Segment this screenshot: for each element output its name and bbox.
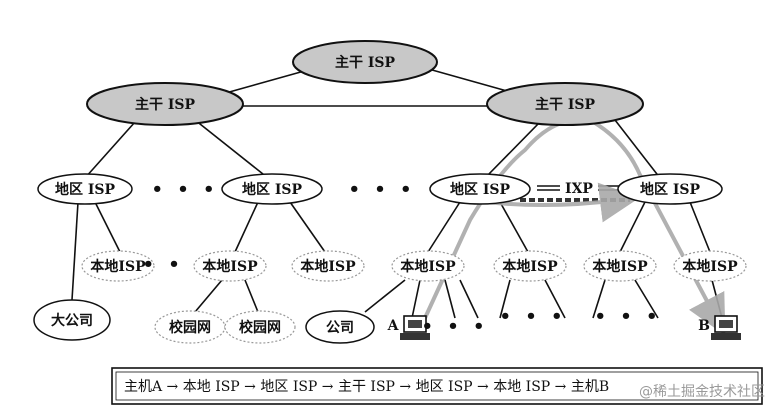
regional-isp-1: 地区 ISP	[37, 173, 133, 205]
regional-isp-2-label: 地区 ISP	[242, 181, 303, 198]
ellipsis-regional-left: • • •	[151, 179, 218, 200]
ixp-label: IXP	[565, 181, 593, 197]
host-b: B	[698, 315, 741, 340]
host-a-label: A	[387, 318, 400, 334]
backbone-isp-left: 主干 ISP	[86, 82, 244, 126]
big-company: 大公司	[33, 299, 111, 341]
local-isp-7: 本地ISP	[673, 250, 747, 282]
regional-isp-4: 地区 ISP	[617, 173, 723, 205]
regional-isp-3: 地区 ISP	[429, 173, 531, 205]
regional-isp-1-label: 地区 ISP	[55, 181, 116, 198]
host-b-label: B	[698, 318, 710, 334]
watermark-text: @稀土掘金技术社区	[639, 384, 765, 400]
regional-isp-3-label: 地区 ISP	[450, 181, 511, 198]
path-caption-box: 主机A → 本地 ISP → 地区 ISP → 主干 ISP → 地区 ISP …	[111, 367, 763, 405]
backbone-isp-right: 主干 ISP	[486, 82, 644, 126]
local-isp-2-label: 本地ISP	[202, 258, 258, 275]
local-isp-3: 本地ISP	[291, 250, 365, 282]
ellipsis-hosts-2: • • •	[499, 306, 566, 327]
backbone-isp-top-label: 主干 ISP	[335, 54, 396, 71]
campus-network-2: 校园网	[224, 310, 296, 344]
local-isp-2: 本地ISP	[193, 250, 267, 282]
routing-path-arrows	[423, 117, 726, 336]
local-isp-5: 本地ISP	[493, 250, 567, 282]
local-isp-7-label: 本地ISP	[682, 258, 738, 275]
backbone-isp-top: 主干 ISP	[292, 40, 438, 84]
path-caption-text: 主机A → 本地 ISP → 地区 ISP → 主干 ISP → 地区 ISP …	[124, 379, 609, 395]
local-isp-6-label: 本地ISP	[592, 258, 648, 275]
company-label: 公司	[326, 320, 354, 336]
local-isp-4: 本地ISP	[391, 250, 465, 282]
backbone-isp-right-label: 主干 ISP	[535, 96, 596, 113]
ixp-link: IXP	[520, 181, 630, 202]
computer-icon	[400, 315, 430, 340]
computer-icon	[711, 315, 741, 340]
campus-network-2-label: 校园网	[239, 319, 281, 336]
ellipsis-local-left: • • •	[142, 254, 209, 275]
company: 公司	[305, 310, 375, 344]
ellipsis-hosts-1: • • •	[421, 316, 488, 337]
local-isp-1: 本地ISP	[81, 250, 155, 282]
backbone-isp-left-label: 主干 ISP	[135, 96, 196, 113]
regional-isp-4-label: 地区 ISP	[640, 181, 701, 198]
local-isp-4-label: 本地ISP	[400, 258, 456, 275]
campus-network-1: 校园网	[154, 310, 226, 344]
big-company-label: 大公司	[51, 312, 93, 329]
local-isp-5-label: 本地ISP	[502, 258, 558, 275]
local-isp-1-label: 本地ISP	[90, 258, 146, 275]
ellipsis-hosts-3: • • •	[594, 306, 661, 327]
ellipsis-regional-middle: • • •	[348, 179, 415, 200]
local-isp-3-label: 本地ISP	[300, 258, 356, 275]
host-a: A	[387, 315, 430, 340]
regional-isp-2: 地区 ISP	[221, 173, 323, 205]
campus-network-1-label: 校园网	[169, 319, 211, 336]
local-isp-6: 本地ISP	[583, 250, 657, 282]
connection-lines	[71, 67, 723, 319]
